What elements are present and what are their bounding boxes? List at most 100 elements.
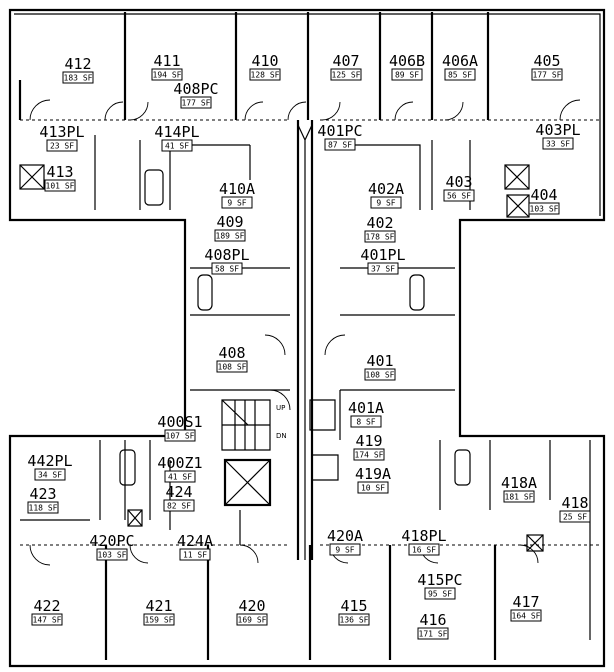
area-box (353, 448, 385, 461)
room-area: 37 SF (371, 265, 395, 274)
area-box (216, 360, 248, 373)
room-number: 418PL (401, 527, 446, 545)
area-box (221, 196, 253, 209)
area-box (44, 179, 76, 192)
area-box (367, 262, 399, 275)
room-number: 410 (251, 52, 278, 70)
room-number: 408PC (173, 80, 218, 98)
room-area: 9 SF (227, 199, 246, 208)
room-number: 420PC (89, 532, 134, 550)
area-box (249, 68, 281, 81)
room-number: 401 (366, 352, 393, 370)
room-number: 415 (340, 597, 367, 615)
area-box (329, 543, 361, 556)
room-number: 406A (442, 52, 478, 70)
area-box (370, 196, 402, 209)
room-number: 402 (366, 214, 393, 232)
room-number: 422 (33, 597, 60, 615)
room-area: 58 SF (215, 265, 239, 274)
area-box (164, 470, 196, 483)
room-area: 82 SF (167, 502, 191, 511)
room-number: 408 (218, 344, 245, 362)
area-box (330, 68, 362, 81)
room-area: 171 SF (419, 630, 448, 639)
room-number: 403 (445, 173, 472, 191)
area-box (444, 68, 476, 81)
room-area: 183 SF (64, 74, 93, 83)
area-box (236, 613, 268, 626)
room-number: 419 (355, 432, 382, 450)
room-area: 25 SF (563, 513, 587, 522)
area-box (350, 415, 382, 428)
room-area: 103 SF (98, 551, 127, 560)
room-area: 178 SF (366, 233, 395, 242)
room-area: 101 SF (46, 182, 75, 191)
room-area: 16 SF (412, 546, 436, 555)
room-area: 23 SF (50, 142, 74, 151)
area-box (62, 71, 94, 84)
room-area: 41 SF (165, 142, 189, 151)
room-area: 103 SF (530, 205, 559, 214)
room-area: 118 SF (29, 504, 58, 513)
room-number: 442PL (27, 452, 72, 470)
room-area: 107 SF (166, 432, 195, 441)
area-box (31, 613, 63, 626)
room-number: 415PC (417, 571, 462, 589)
area-box (96, 548, 128, 561)
room-number: 408PL (204, 246, 249, 264)
room-number: 412 (64, 55, 91, 73)
room-number: 416 (419, 611, 446, 629)
room-area: 95 SF (428, 590, 452, 599)
room-area: 194 SF (153, 71, 182, 80)
area-box (542, 137, 574, 150)
room-number: 409 (216, 213, 243, 231)
room-number: 411 (153, 52, 180, 70)
room-area: 56 SF (447, 192, 471, 201)
room-number: 406B (389, 52, 425, 70)
room-area: 11 SF (183, 551, 207, 560)
area-box (179, 548, 211, 561)
room-number: 400Z1 (157, 454, 202, 472)
room-number: 405 (533, 52, 560, 70)
room-area: 169 SF (238, 616, 267, 625)
room-area: 177 SF (533, 71, 562, 80)
stair-down-label: DN (276, 432, 287, 440)
area-box (214, 229, 246, 242)
area-box (364, 230, 396, 243)
room-area: 164 SF (512, 612, 541, 621)
room-area: 159 SF (145, 616, 174, 625)
area-box (408, 543, 440, 556)
room-number: 407 (332, 52, 359, 70)
room-number: 420 (238, 597, 265, 615)
area-box (164, 429, 196, 442)
room-area: 85 SF (448, 71, 472, 80)
room-number: 421 (145, 597, 172, 615)
area-box (417, 627, 449, 640)
room-number: 410A (219, 180, 255, 198)
area-box (27, 501, 59, 514)
